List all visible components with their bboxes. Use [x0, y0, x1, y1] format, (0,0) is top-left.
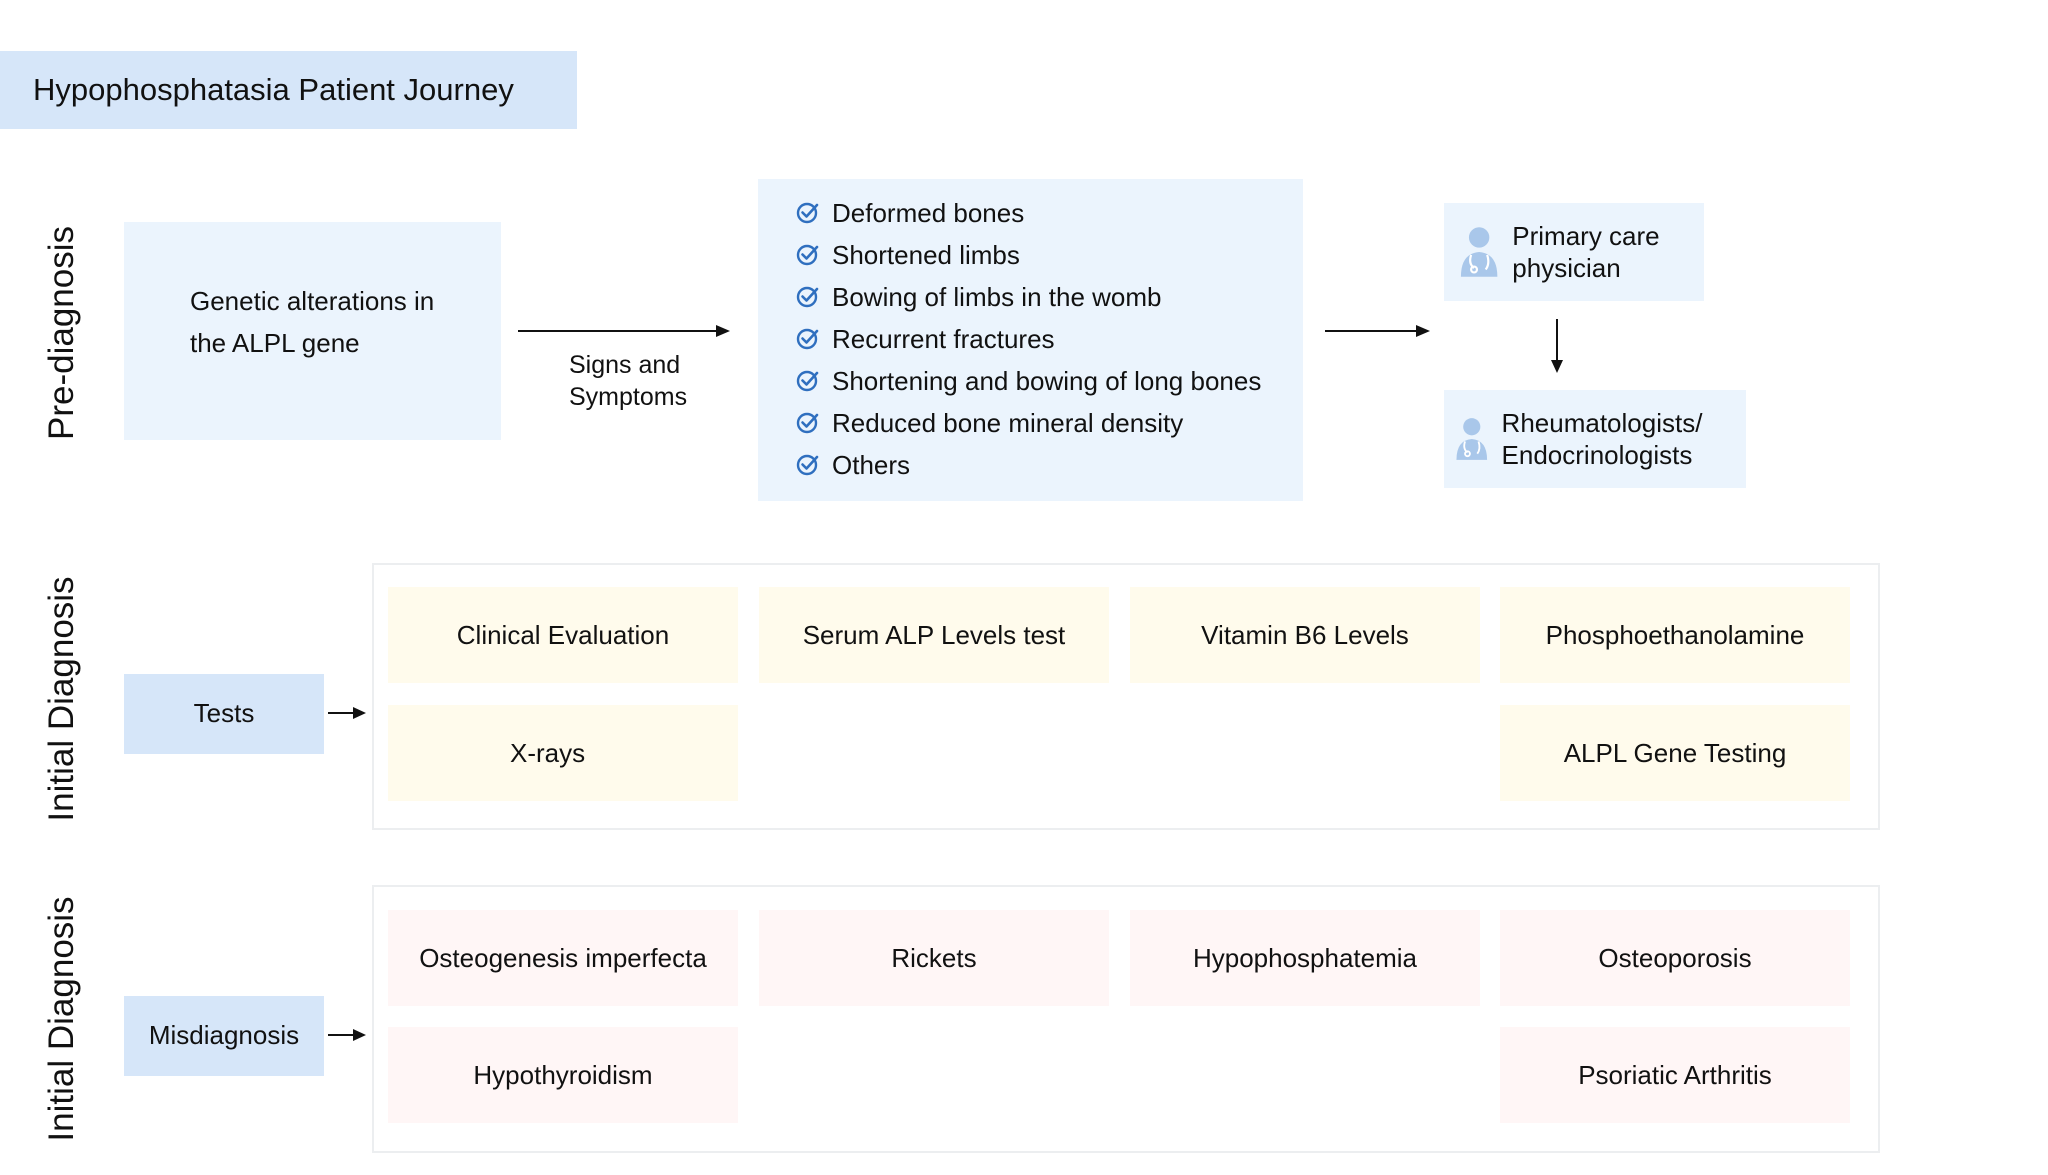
arrow-head — [353, 1029, 366, 1041]
symptom-label: Shortening and bowing of long bones — [832, 365, 1262, 396]
check-circle-icon — [796, 370, 819, 392]
symptom-item: Shortening and bowing of long bones — [796, 360, 1303, 402]
symptom-label: Bowing of limbs in the womb — [832, 281, 1162, 312]
symptom-label: Others — [832, 449, 911, 480]
misdiagnosis-cell: Hypophosphatemia — [1130, 910, 1480, 1006]
physician-label-specialist: Rheumatologists/ Endocrinologists — [1501, 407, 1703, 471]
doctor-icon — [1460, 227, 1498, 277]
misdiagnosis-cell: Psoriatic Arthritis — [1500, 1027, 1850, 1123]
symptom-item: Shortened limbs — [796, 234, 1303, 276]
symptom-item: Recurrent fractures — [796, 318, 1303, 360]
arrow-head — [1416, 325, 1430, 337]
check-circle-icon — [796, 202, 819, 224]
misdiagnosis-label-box: Misdiagnosis — [124, 996, 324, 1076]
arrow-head — [1551, 360, 1563, 373]
symptom-item: Reduced bone mineral density — [796, 402, 1303, 444]
physician-label-primary: Primary care physician — [1512, 220, 1660, 284]
symptom-label: Recurrent fractures — [832, 323, 1055, 354]
misdiagnosis-cell: Osteogenesis imperfecta — [388, 910, 738, 1006]
test-cell: Phosphoethanolamine — [1500, 587, 1850, 683]
genetic-alterations-box: Genetic alterations in the ALPL gene — [124, 222, 501, 440]
page-title: Hypophosphatasia Patient Journey — [0, 51, 577, 129]
test-cell: Clinical Evaluation — [388, 587, 738, 683]
symptom-item: Bowing of limbs in the womb — [796, 276, 1303, 318]
check-circle-icon — [796, 412, 819, 434]
test-cell: Serum ALP Levels test — [759, 587, 1109, 683]
misdiagnosis-cell: Osteoporosis — [1500, 910, 1850, 1006]
symptom-item: Deformed bones — [796, 192, 1303, 234]
symptom-label: Reduced bone mineral density — [832, 407, 1184, 438]
genetic-alterations-text: Genetic alterations in the ALPL gene — [190, 286, 435, 358]
misdiagnosis-cell: Rickets — [759, 910, 1109, 1006]
physician-card-specialist: Rheumatologists/ Endocrinologists — [1444, 390, 1746, 488]
physician-card-primary: Primary care physician — [1444, 203, 1704, 301]
symptom-item: Others — [796, 444, 1303, 486]
doctor-icon — [1456, 418, 1488, 460]
signs-symptoms-label: Signs and Symptoms — [569, 351, 688, 411]
check-circle-icon — [796, 244, 819, 266]
symptom-label: Shortened limbs — [832, 239, 1020, 270]
check-circle-icon — [796, 328, 819, 350]
misdiagnosis-cell: Hypothyroidism — [388, 1027, 738, 1123]
symptom-label: Deformed bones — [832, 197, 1025, 228]
test-cell: Vitamin B6 Levels — [1130, 587, 1480, 683]
arrow-head — [353, 707, 366, 719]
check-circle-icon — [796, 286, 819, 308]
check-circle-icon — [796, 454, 819, 476]
tests-label-box: Tests — [124, 674, 324, 754]
test-cell: X-rays — [388, 705, 738, 801]
test-cell: ALPL Gene Testing — [1500, 705, 1850, 801]
arrow-head — [716, 325, 730, 337]
